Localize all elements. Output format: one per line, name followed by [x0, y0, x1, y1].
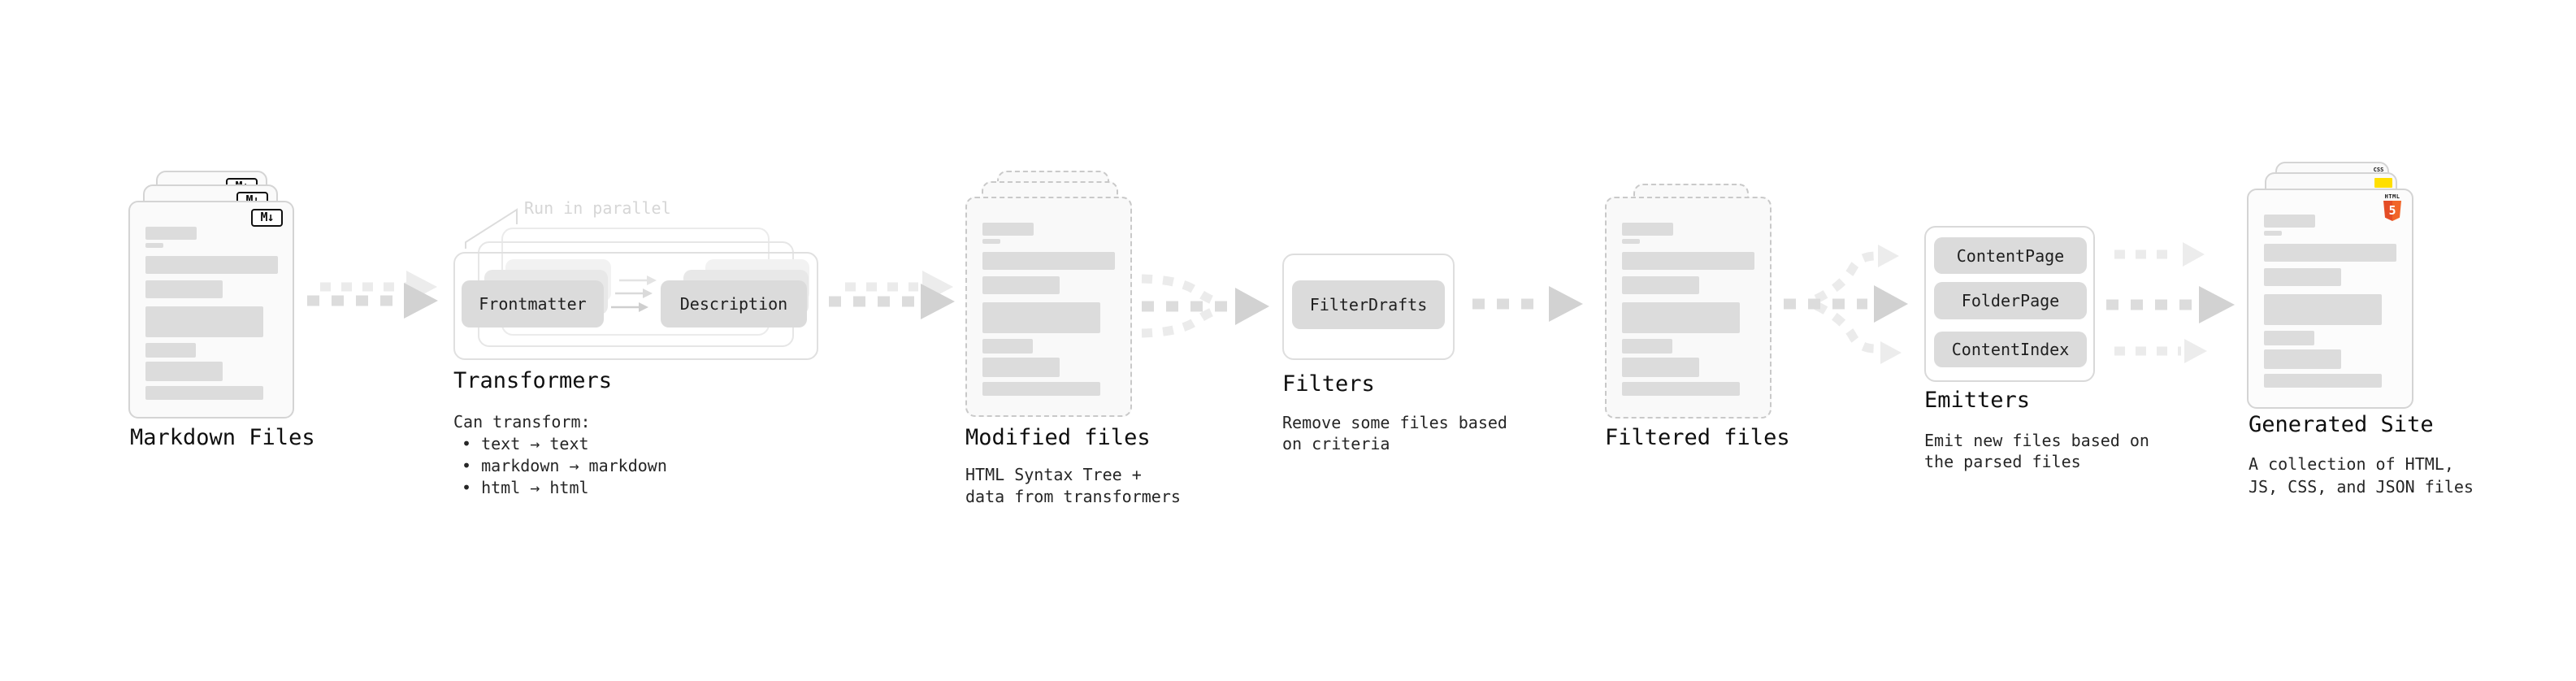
placeholder-text-bar: [145, 243, 163, 248]
transform-item: markdown → markdown: [462, 455, 667, 477]
arrow-ghost-markdown-to-transformers: [320, 271, 437, 303]
placeholder-text-bar: [1622, 339, 1672, 354]
html5-icon: HTML 5: [2382, 193, 2403, 221]
run-in-parallel-label: Run in parallel: [524, 198, 671, 218]
filterdrafts-pill: FilterDrafts: [1292, 280, 1445, 329]
emitter-pill-contentpage: ContentPage: [1934, 237, 2087, 274]
placeholder-text-bar: [982, 358, 1060, 377]
arrow-filters-to-filtered: [1472, 286, 1583, 322]
transformers-title: Transformers: [453, 368, 613, 393]
css-label: CSS: [2373, 167, 2384, 173]
transformer-box-front: [453, 252, 818, 360]
arrow-transformers-to-modified: [829, 284, 955, 319]
placeholder-text-bar: [2264, 231, 2282, 236]
html5-label: HTML: [2384, 193, 2400, 200]
emitter-pill-folderpage: FolderPage: [1934, 282, 2087, 319]
placeholder-text-bar: [145, 306, 263, 337]
filtered-file-card-front: [1605, 197, 1772, 419]
emitters-title: Emitters: [1924, 388, 2031, 413]
markdown-icon: M↓: [251, 209, 283, 227]
generated-file-card-html: HTML 5: [2247, 189, 2413, 409]
generated-site-description: A collection of HTML, JS, CSS, and JSON …: [2249, 453, 2474, 498]
description-line: the parsed files: [1924, 452, 2081, 471]
placeholder-text-bar: [145, 362, 223, 381]
placeholder-text-bar: [2264, 374, 2382, 388]
placeholder-text-bar: [982, 382, 1100, 396]
arrow-emitters-to-generated-top: [2114, 242, 2205, 267]
html5-shield: 5: [2383, 201, 2401, 221]
description-line: Emit new files based on: [1924, 431, 2149, 450]
modified-file-card-front: [965, 197, 1132, 417]
placeholder-text-bar: [2264, 331, 2314, 345]
transformers-description: Can transform: text → text markdown → ma…: [453, 411, 667, 499]
placeholder-text-bar: [145, 256, 278, 274]
placeholder-text-bar: [1622, 223, 1673, 236]
placeholder-text-bar: [145, 343, 196, 358]
filtered-files-stack: [1605, 184, 1772, 419]
transform-list: text → text markdown → markdown html → h…: [453, 433, 667, 499]
arrow-emitters-to-generated-bottom: [2114, 339, 2207, 363]
description-line: Remove some files based: [1282, 413, 1507, 432]
description-pill: Description: [661, 280, 807, 327]
description-line: on criteria: [1282, 434, 1390, 453]
placeholder-text-bar: [2264, 294, 2382, 325]
modified-files-description: HTML Syntax Tree + data from transformer…: [965, 464, 1181, 508]
placeholder-text-bar: [1622, 239, 1640, 244]
arrow-emitters-to-generated-middle: [2106, 286, 2235, 323]
placeholder-text-bar: [1622, 382, 1740, 396]
arrow-markdown-to-transformers: [307, 283, 438, 319]
emitter-pill-contentindex: ContentIndex: [1934, 332, 2087, 367]
js-file-icon: [2374, 178, 2392, 188]
description-line: A collection of HTML,: [2249, 454, 2454, 474]
placeholder-text-bar: [982, 302, 1100, 333]
emitters-description: Emit new files based on the parsed files: [1924, 430, 2149, 472]
transform-item: html → html: [462, 477, 667, 499]
filters-title: Filters: [1282, 371, 1375, 397]
placeholder-text-bar: [982, 223, 1034, 236]
placeholder-text-bar: [982, 339, 1033, 354]
placeholder-text-bar: [2264, 244, 2396, 262]
placeholder-text-bar: [1622, 302, 1740, 333]
placeholder-text-bar: [982, 239, 1000, 244]
placeholder-text-bar: [145, 386, 263, 400]
placeholder-text-bar: [1622, 252, 1754, 270]
placeholder-text-bar: [145, 227, 197, 240]
placeholder-text-bar: [1622, 276, 1699, 294]
markdown-files-stack: M↓ M↓ M↓: [128, 171, 294, 419]
modified-files-title: Modified files: [965, 425, 1151, 450]
placeholder-text-bar: [145, 280, 223, 298]
placeholder-text-bar: [2264, 215, 2315, 228]
generated-site-title: Generated Site: [2249, 412, 2434, 437]
placeholder-text-bar: [982, 276, 1060, 294]
placeholder-text-bar: [1622, 358, 1699, 377]
placeholder-text-bar: [982, 252, 1115, 270]
markdown-files-title: Markdown Files: [130, 425, 315, 450]
generated-site-stack: CSS HTML 5: [2247, 162, 2413, 409]
arrow-filtered-to-emitters-split: [1784, 245, 1908, 364]
arrow-ghost-transformers-to-modified: [845, 271, 953, 303]
description-line: data from transformers: [965, 487, 1181, 506]
modified-files-stack: [965, 171, 1132, 417]
arrow-modified-to-filters-merge: [1141, 274, 1269, 338]
can-transform-heading: Can transform:: [453, 412, 591, 432]
placeholder-text-bar: [2264, 349, 2341, 369]
markdown-file-card-front: M↓: [128, 201, 294, 419]
filtered-files-title: Filtered files: [1605, 425, 1790, 450]
filters-description: Remove some files based on criteria: [1282, 412, 1507, 454]
description-line: HTML Syntax Tree +: [965, 465, 1142, 484]
frontmatter-pill: Frontmatter: [462, 280, 604, 327]
description-line: JS, CSS, and JSON files: [2249, 477, 2474, 497]
transform-item: text → text: [462, 433, 667, 455]
placeholder-text-bar: [2264, 268, 2341, 286]
